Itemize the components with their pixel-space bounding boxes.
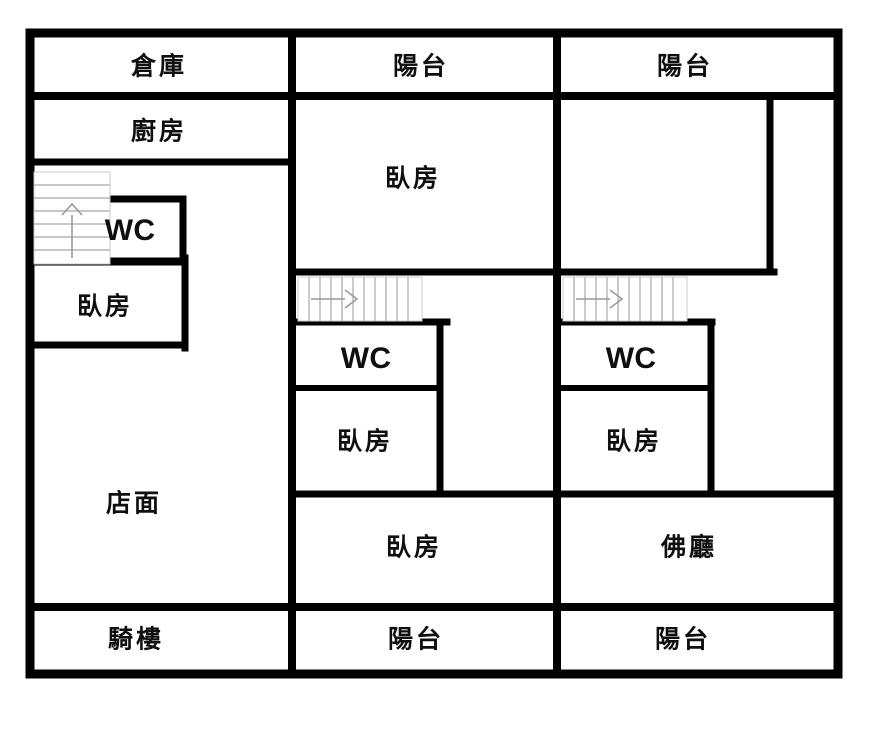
right-arrow-icon: [576, 289, 624, 309]
up-arrow-icon: [61, 202, 83, 258]
room-label-wc-left: WC: [104, 214, 156, 247]
room-label-bedroom-mid-top: 臥房: [384, 163, 442, 193]
stair-right: [562, 276, 688, 322]
room-label-arcade: 騎樓: [107, 624, 165, 654]
outer-walls: [25, 28, 843, 679]
room-label-buddha-hall: 佛廳: [660, 532, 718, 562]
room-label-wc-middle: WC: [340, 342, 392, 375]
room-label-balcony-right-bot: 陽台: [654, 624, 712, 654]
room-label-bedroom-mid-low: 臥房: [385, 532, 443, 562]
room-label-wc-right: WC: [605, 342, 657, 375]
room-label-storefront: 店面: [105, 488, 163, 518]
room-label-balcony-right-top: 陽台: [656, 51, 714, 81]
stair-left: [33, 171, 111, 265]
stair-middle: [297, 276, 423, 322]
room-label-bedroom-right: 臥房: [605, 426, 663, 456]
middle-column-walls: [288, 268, 561, 498]
room-label-kitchen: 廚房: [130, 116, 188, 146]
room-label-bedroom-left: 臥房: [76, 291, 134, 321]
vertical-divider-walls: [288, 29, 561, 678]
room-label-balcony-mid-top: 陽台: [392, 51, 450, 81]
right-column-walls: [553, 92, 842, 498]
right-arrow-icon: [311, 289, 359, 309]
room-label-bedroom-mid: 臥房: [336, 426, 394, 456]
room-label-storage: 倉庫: [130, 51, 188, 81]
room-label-balcony-mid-bot: 陽台: [387, 624, 445, 654]
